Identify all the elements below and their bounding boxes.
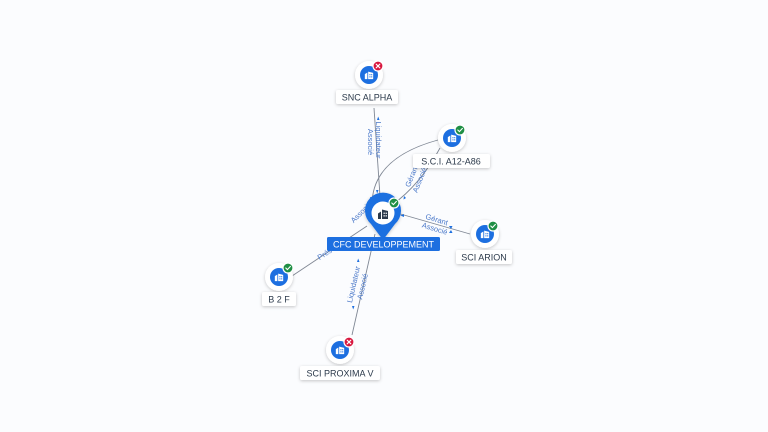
status-active-icon [454,124,466,136]
node-label-b2f: B 2 F [268,295,290,305]
edge-snc-alpha[interactable]: Liquidateur Associé [366,107,383,197]
edge-sci-arion[interactable]: Gérant Associé [396,212,471,237]
node-label-sci-proxima: SCI PROXIMA V [306,369,373,379]
node-b2f[interactable]: B 2 F [262,262,296,306]
center-node[interactable]: CFC DEVELOPPEMENT [327,192,440,251]
building-icon [378,209,388,219]
node-sci-proxima[interactable]: SCI PROXIMA V [300,336,380,380]
node-snc-alpha[interactable]: SNC ALPHA [336,60,398,104]
status-active-icon [487,220,499,232]
center-label: CFC DEVELOPPEMENT [333,240,435,250]
edge-label-snc-alpha-1: Liquidateur [374,121,383,159]
node-label-sci-a12: S.C.I. A12-A86 [421,157,481,167]
node-label-sci-arion: SCI ARION [461,253,507,263]
edge-label-snc-alpha-2: Associé [366,129,375,155]
node-label-snc-alpha: SNC ALPHA [342,93,393,103]
status-active-icon [282,262,294,274]
center-label-box [327,237,440,251]
status-closed-icon [343,336,355,348]
status-active-icon [388,197,400,209]
node-sci-a12[interactable]: S.C.I. A12-A86 [413,124,490,168]
status-closed-icon [372,60,384,72]
node-sci-arion[interactable]: SCI ARION [456,220,512,264]
